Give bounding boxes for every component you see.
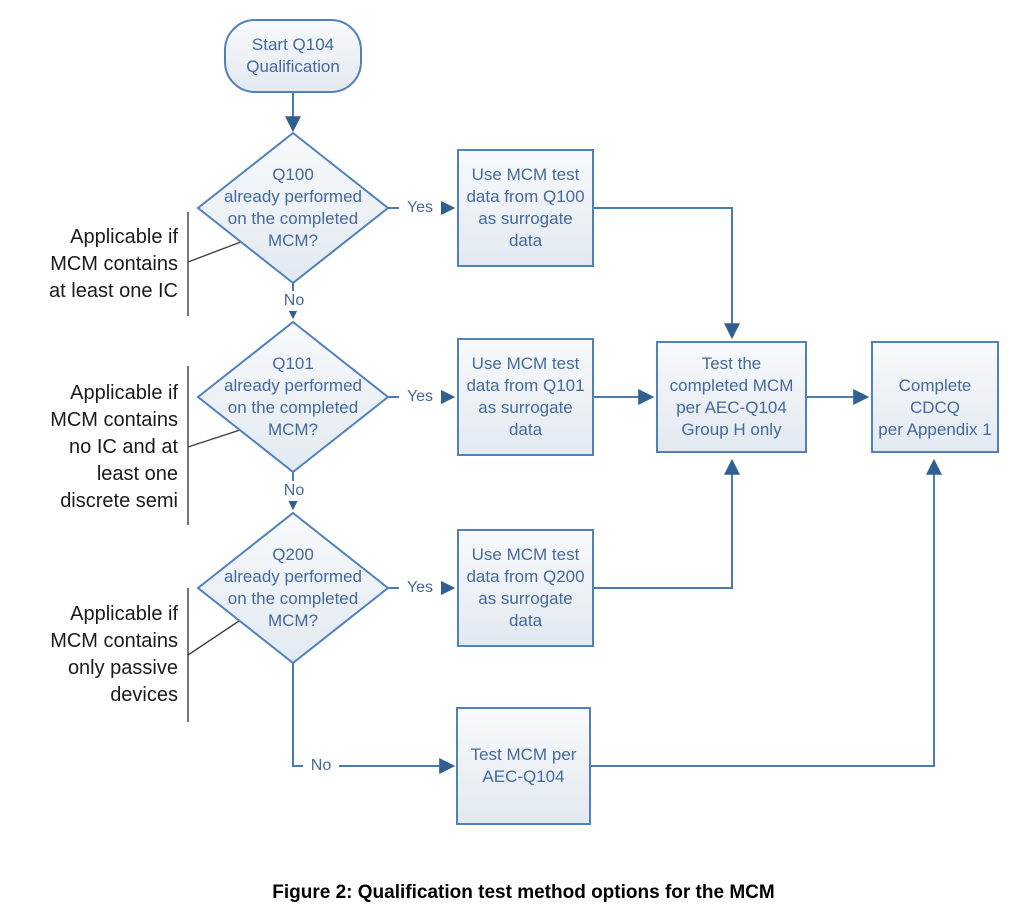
use-q200-data-label: Use MCM test data from Q200 as surrogate… [466,545,585,630]
edge-q200data-to-grouph [593,458,740,589]
test-group-h-label: Test the completed MCM per AEC-Q104 Grou… [669,354,794,439]
q100-no-label: No [277,291,311,311]
use-q200-data-box [457,529,594,647]
complete-cdcq-box [871,341,999,453]
use-q100-data-label: Use MCM test data from Q100 as surrogate… [466,165,585,250]
q200-yes-label: Yes [399,578,441,598]
edge-q200-no [292,663,456,774]
q200-decision-diamond [196,511,390,665]
q101-no-label: No [277,481,311,501]
q101-yes-label: Yes [399,387,441,407]
q101-decision-diamond [196,320,390,474]
complete-cdcq-label: Complete CDCQ per Appendix 1 [878,376,992,439]
q200-note-leader-line [187,620,240,656]
q200-decision-label: Q200 already performed on the completed … [224,545,362,630]
use-q100-data-box [457,149,594,267]
use-q101-data-box [457,338,594,456]
test-group-h-box [656,341,807,453]
q200-applicability-note: Applicable if MCM contains only passive … [50,603,178,706]
q100-yes-label: Yes [399,198,441,218]
q101-note-leader-line [187,429,241,448]
q100-applicability-note: Applicable if MCM contains at least one … [49,226,178,302]
start-terminator-shape [224,19,362,93]
q100-decision-diamond [196,131,390,285]
start-label: Start Q104 Qualification [246,35,340,76]
test-full-q104-box [456,707,591,825]
q100-decision-label: Q100 already performed on the completed … [224,165,362,250]
q101-applicability-note: Applicable if MCM contains no IC and at … [50,382,178,512]
edge-q104-to-cdcq [590,458,942,767]
figure-caption: Figure 2: Qualification test method opti… [272,882,775,903]
test-full-q104-label: Test MCM per AEC-Q104 [470,745,577,786]
q200-no-label: No [303,756,339,776]
edge-q100data-to-grouph [593,207,740,340]
q100-note-leader-line [187,239,247,263]
use-q101-data-label: Use MCM test data from Q101 as surrogate… [466,354,585,439]
q101-decision-label: Q101 already performed on the completed … [224,354,362,439]
